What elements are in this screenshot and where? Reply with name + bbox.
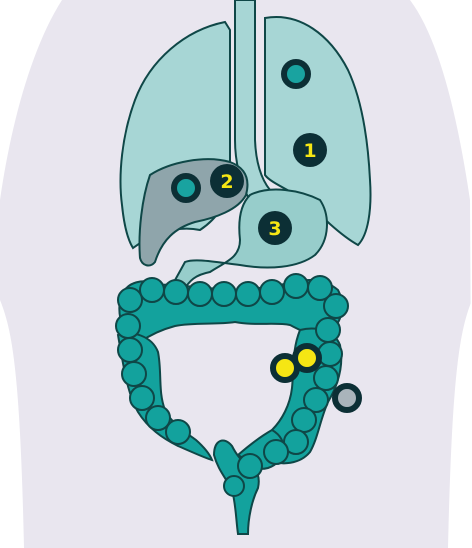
marker-teal-liver bbox=[174, 176, 198, 200]
marker-label-3: 3 bbox=[268, 218, 281, 240]
marker-teal-lung bbox=[284, 62, 308, 86]
marker-label-1: 1 bbox=[303, 140, 316, 162]
numbered-marker-2: 2 bbox=[210, 164, 244, 198]
marker-grey bbox=[335, 386, 359, 410]
numbered-marker-3: 3 bbox=[258, 211, 292, 245]
numbered-marker-1: 1 bbox=[293, 133, 327, 167]
marker-label-2: 2 bbox=[220, 171, 233, 193]
marker-yellow-2 bbox=[295, 346, 319, 370]
